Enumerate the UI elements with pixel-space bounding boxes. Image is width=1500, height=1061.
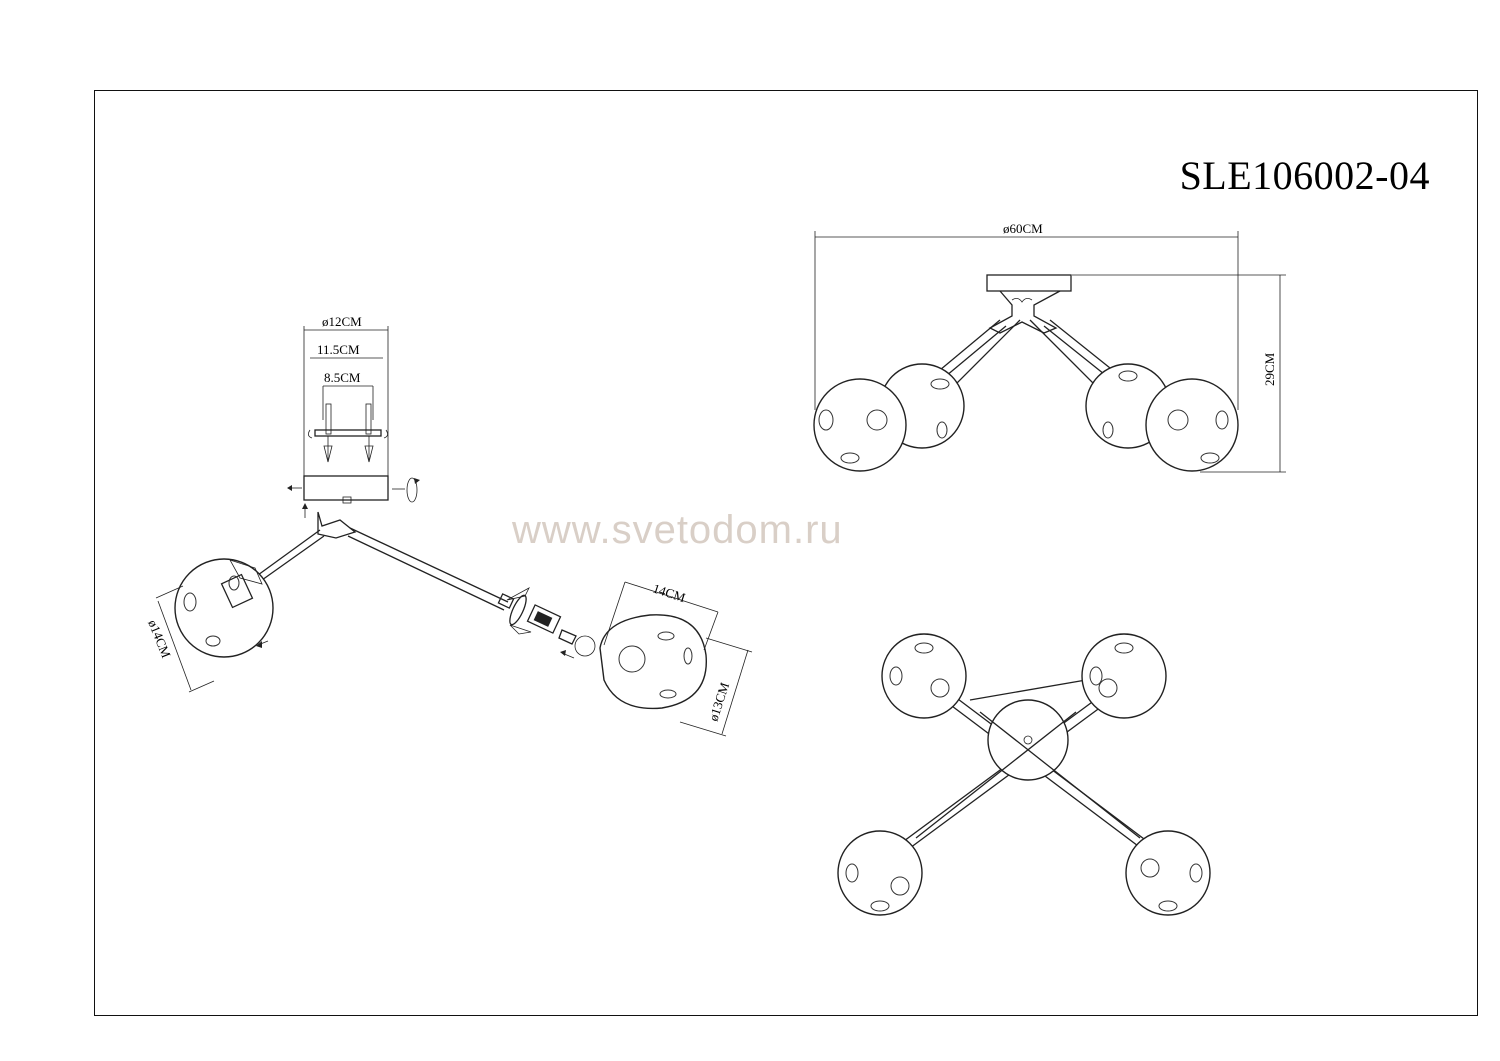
mounting-bracket: [308, 403, 388, 463]
socket-assembly: [497, 587, 596, 659]
shade-hole: [1215, 410, 1229, 430]
arm-left-edge: [261, 535, 325, 581]
shade-hole: [618, 645, 646, 673]
shade-hole: [840, 452, 860, 464]
dim-ext-shade-small-top: [705, 637, 753, 653]
dim-ext-shade-top: [155, 585, 184, 599]
rotate-arrow-icon: [392, 477, 420, 503]
shade-hole: [1089, 666, 1103, 686]
shade-hole: [930, 678, 950, 698]
shade-hole: [1114, 642, 1134, 654]
assembly-view: ø12CM 11.5CM 8.5CM: [145, 314, 753, 737]
dim-mount-spacing: 8.5CM: [324, 370, 361, 385]
arm-plan-top: [969, 679, 1087, 701]
shade-hole: [930, 378, 950, 390]
shade-hole: [1200, 452, 1220, 464]
shade-hole: [205, 635, 221, 647]
dim-shade-diameter: ø14CM: [145, 618, 174, 661]
dim-arm-length: 14CM: [651, 581, 688, 606]
canopy-side: [986, 274, 1072, 292]
arrow-icon: [256, 640, 269, 648]
shade-side-front-right: [1145, 378, 1239, 472]
shade-right: [599, 614, 707, 710]
shade-hole: [870, 900, 890, 912]
dim-shade-small-diameter: ø13CM: [706, 680, 733, 723]
arrow-up-icon: [302, 503, 308, 518]
central-hub: [317, 511, 357, 539]
shade-hole: [657, 631, 675, 641]
hub-side: [988, 290, 1061, 334]
arrow-icon: [560, 650, 575, 659]
shade-hole: [1158, 900, 1178, 912]
canopy-body: [303, 475, 389, 501]
dim-ext-shade-bottom: [188, 680, 215, 693]
dim-ext-arm-left: [603, 581, 626, 646]
shade-side-front-left: [813, 378, 907, 472]
arm-right-edge: [347, 535, 505, 611]
shade-hole: [1189, 863, 1203, 883]
top-plan-view: [837, 633, 1211, 916]
socket-cap: [229, 559, 263, 585]
shade-hole: [1167, 409, 1189, 431]
arm-plan-over-2: [915, 711, 1077, 839]
arm-plan-over-1: [979, 711, 1141, 839]
arm-right: [349, 527, 509, 603]
dim-line-shade: [157, 600, 192, 691]
arm-side-back-right: [1029, 319, 1101, 391]
shade-left: [174, 558, 274, 658]
shade-hole: [1118, 370, 1138, 382]
shade-hole: [659, 689, 677, 699]
drawing-frame: [94, 90, 1478, 1016]
canopy-plan-center: [1023, 735, 1033, 745]
arrow-left-icon: [287, 485, 302, 491]
model-code: SLE106002-04: [1179, 153, 1430, 198]
shade-hole: [183, 592, 197, 612]
side-elevation-view: ø60CM 29CM: [813, 221, 1286, 473]
dim-line-arm: [624, 581, 719, 613]
watermark: www.svetodom.ru: [512, 508, 843, 552]
arm-left: [257, 529, 321, 576]
shade-plan-top-left: [881, 633, 967, 719]
shade-hole: [1098, 678, 1118, 698]
shade-hole: [914, 642, 934, 654]
canopy-screw: [342, 496, 352, 504]
dim-ext-arm-right: [703, 611, 719, 651]
dim-height: 29CM: [1262, 352, 1277, 386]
shade-hole: [890, 876, 910, 896]
shade-hole: [1102, 421, 1114, 439]
dim-line-shade-small: [721, 649, 749, 735]
dim-canopy-inner: 11.5CM: [317, 342, 360, 357]
shade-hole: [889, 666, 903, 686]
shade-hole: [1140, 858, 1160, 878]
canopy-plan: [987, 699, 1069, 781]
shade-hole: [818, 409, 834, 431]
dim-ext-shade-small-bottom: [679, 721, 727, 737]
shade-plan-top-right: [1081, 633, 1167, 719]
dim-total-diameter: ø60CM: [1003, 221, 1043, 236]
hub-side-detail: [1011, 298, 1033, 303]
shade-hole: [866, 409, 888, 431]
shade-hole: [936, 421, 948, 439]
dim-canopy-diameter: ø12CM: [322, 314, 362, 329]
socket-left: [220, 573, 254, 609]
shade-hole: [683, 647, 693, 665]
shade-hole: [845, 863, 859, 883]
shade-plan-bottom-right: [1125, 830, 1211, 916]
arm-side-back-left: [949, 319, 1021, 391]
